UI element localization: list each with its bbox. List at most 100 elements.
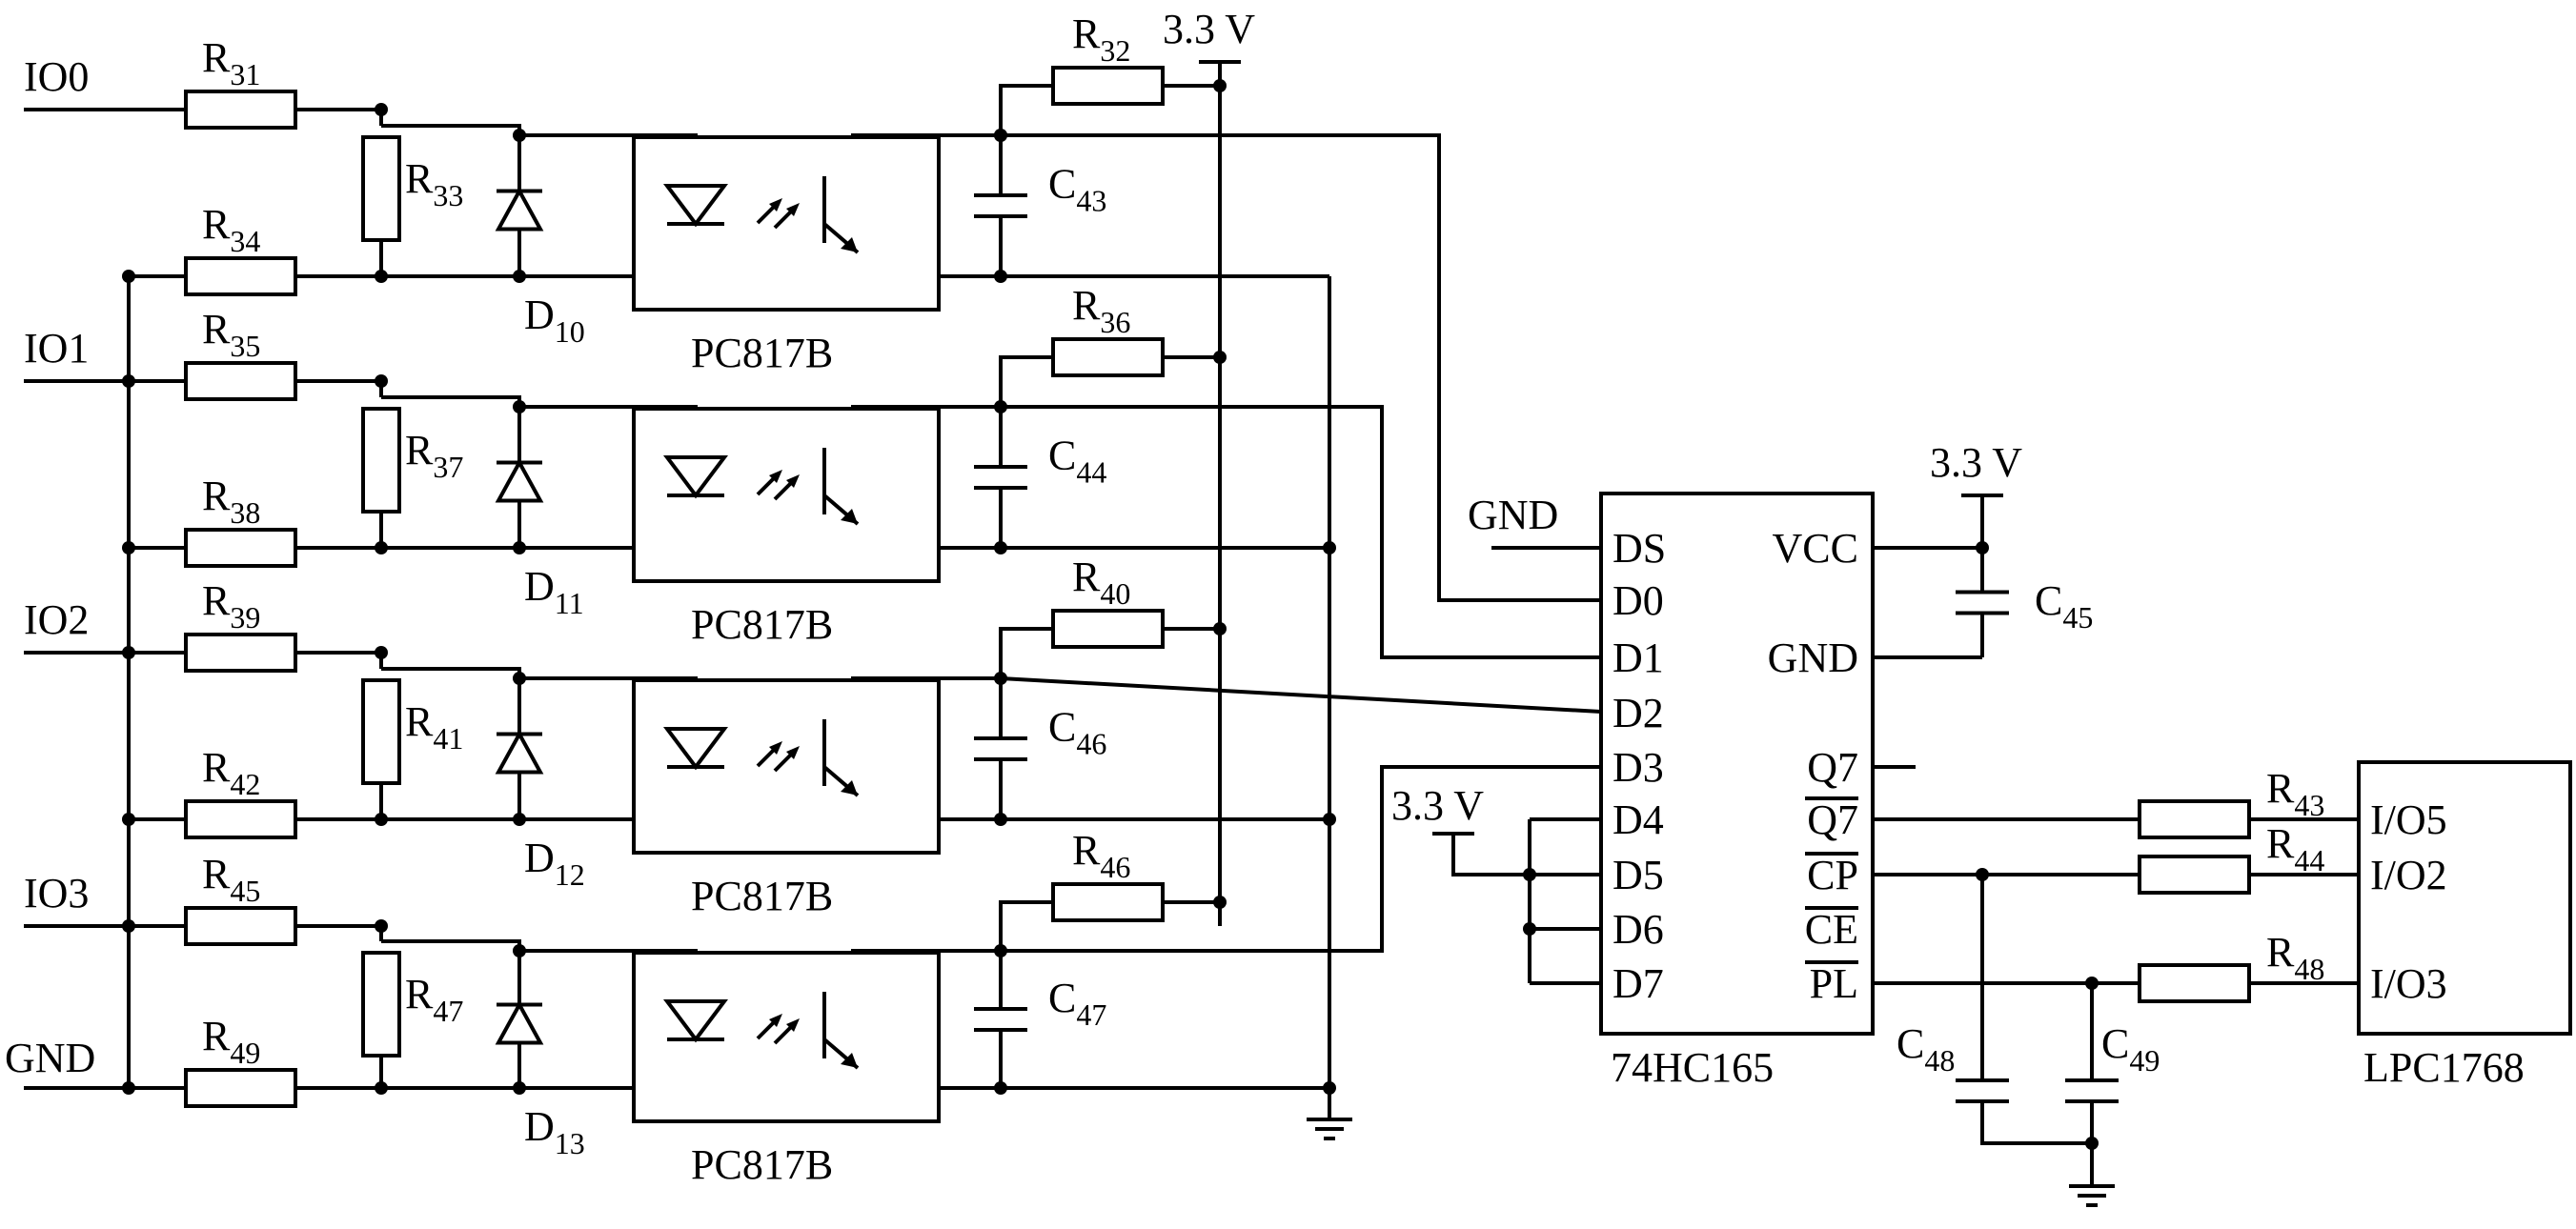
mcu-pin-label: I/O3	[2370, 960, 2447, 1007]
designator-letter: R	[202, 744, 231, 791]
junction-dot	[122, 270, 135, 283]
pullup-resistor-label: R36	[1072, 282, 1130, 339]
designator-number: 37	[433, 450, 463, 484]
designator-number: 48	[1924, 1043, 1955, 1078]
junction-dot	[1323, 1081, 1336, 1095]
designator-letter: C	[2035, 577, 2062, 624]
light-arrow-icon	[769, 1014, 782, 1027]
designator-letter: R	[202, 473, 231, 519]
designator-number: 33	[433, 178, 463, 212]
sr-pin-q7: Q7	[1807, 796, 1858, 843]
junction-dot	[1213, 896, 1227, 909]
shunt-resistor-label: R41	[405, 698, 463, 756]
series-resistor-top-label: R39	[202, 577, 260, 635]
series-resistor-bottom	[184, 528, 297, 568]
designator-letter: R	[2266, 765, 2295, 812]
junction-dot	[513, 270, 526, 283]
wire	[1000, 676, 1602, 714]
designator-number: 42	[230, 767, 260, 801]
shunt-resistor-label: R33	[405, 155, 463, 212]
wire	[295, 924, 383, 941]
junction-dot	[122, 541, 135, 554]
pullup-resistor	[1051, 882, 1165, 922]
sr-pin-d7: D7	[1613, 960, 1664, 1007]
mcu-label: LPC1768	[2363, 1044, 2525, 1091]
protection-diode	[495, 187, 544, 232]
protection-diode	[495, 730, 544, 775]
junction-dot	[122, 646, 135, 659]
wire	[1451, 834, 1530, 876]
junction-dot	[1976, 541, 1989, 554]
designator-letter: C	[1048, 704, 1076, 751]
sr-pin-ds: DS	[1613, 525, 1666, 572]
designator-number: 47	[1076, 997, 1106, 1032]
capacitor-label: C47	[1048, 975, 1106, 1032]
sr-pin-d5: D5	[1613, 852, 1664, 898]
shunt-resistor-label: R47	[405, 971, 463, 1028]
junction-dot	[2085, 1137, 2099, 1150]
designator-letter: R	[405, 698, 434, 745]
designator-letter: R	[202, 306, 231, 353]
input-label-io2: IO2	[24, 596, 89, 643]
sr-gnd-label: GND	[1468, 492, 1558, 538]
diode-label: D10	[524, 292, 585, 349]
designator-number: 47	[433, 994, 463, 1028]
diode-label: D13	[524, 1103, 585, 1160]
optocoupler-label: PC817B	[691, 330, 833, 376]
designator-letter: R	[202, 851, 231, 897]
junction-dot	[1976, 868, 1989, 881]
series-resistor-top	[184, 90, 297, 130]
shunt-resistor	[361, 951, 401, 1058]
series-resistor-top	[184, 906, 297, 946]
junction-dot	[994, 270, 1007, 283]
junction-dot	[1523, 868, 1536, 881]
filter-cap-label: C49	[2101, 1020, 2160, 1078]
junction-dot	[2085, 977, 2099, 990]
series-resistor	[2138, 799, 2251, 839]
labels: R31R33R34D10R32C43PC817BR35R37R38D11R36C…	[5, 6, 2525, 1188]
wire	[295, 379, 383, 397]
sr-pin-ce: CE	[1805, 906, 1858, 953]
designator-letter: R	[202, 34, 231, 81]
phototransistor-icon	[841, 509, 858, 524]
designator-letter: R	[405, 971, 434, 1017]
sr-pin-d4: D4	[1613, 796, 1664, 843]
wire	[381, 667, 521, 697]
designator-letter: R	[405, 155, 434, 202]
junction-dot	[994, 1081, 1007, 1095]
designator-number: 44	[2294, 843, 2324, 877]
series-resistor-top-label: R31	[202, 34, 260, 91]
designator-number: 41	[433, 721, 463, 756]
designator-number: 43	[2294, 788, 2324, 822]
designator-letter: C	[1048, 161, 1076, 208]
pullup-resistor	[1051, 66, 1165, 106]
series-resistor-bottom-label: R49	[202, 1013, 260, 1070]
junction-dot	[994, 813, 1007, 826]
designator-number: 44	[1076, 455, 1106, 490]
mcu-pin-label: I/O5	[2370, 796, 2447, 843]
sr-pin-pl: PL	[1810, 960, 1858, 1007]
optocoupler-label: PC817B	[691, 1141, 833, 1188]
junction-dot	[375, 646, 388, 659]
series-resistor-bottom-label: R42	[202, 744, 260, 801]
designator-letter: R	[2266, 820, 2295, 867]
junction-dot	[513, 1081, 526, 1095]
series-resistor-label: R48	[2266, 929, 2324, 986]
sr-pin-q7: Q7	[1807, 744, 1858, 791]
wire	[999, 355, 1053, 407]
input-label-io1: IO1	[24, 325, 89, 372]
junction-dot	[513, 944, 526, 957]
led-icon	[663, 455, 728, 499]
designator-number: 11	[555, 586, 584, 620]
designator-number: 35	[230, 329, 260, 363]
designator-number: 36	[1100, 305, 1130, 339]
light-arrow-icon	[786, 203, 800, 216]
filter-cap-label: C48	[1897, 1020, 1955, 1078]
junction-dot	[122, 1081, 135, 1095]
protection-diode	[495, 458, 544, 503]
wire	[999, 900, 1053, 951]
series-resistor-bottom-label: R34	[202, 201, 260, 258]
wire	[1001, 765, 1601, 953]
junction-dot	[122, 813, 135, 826]
